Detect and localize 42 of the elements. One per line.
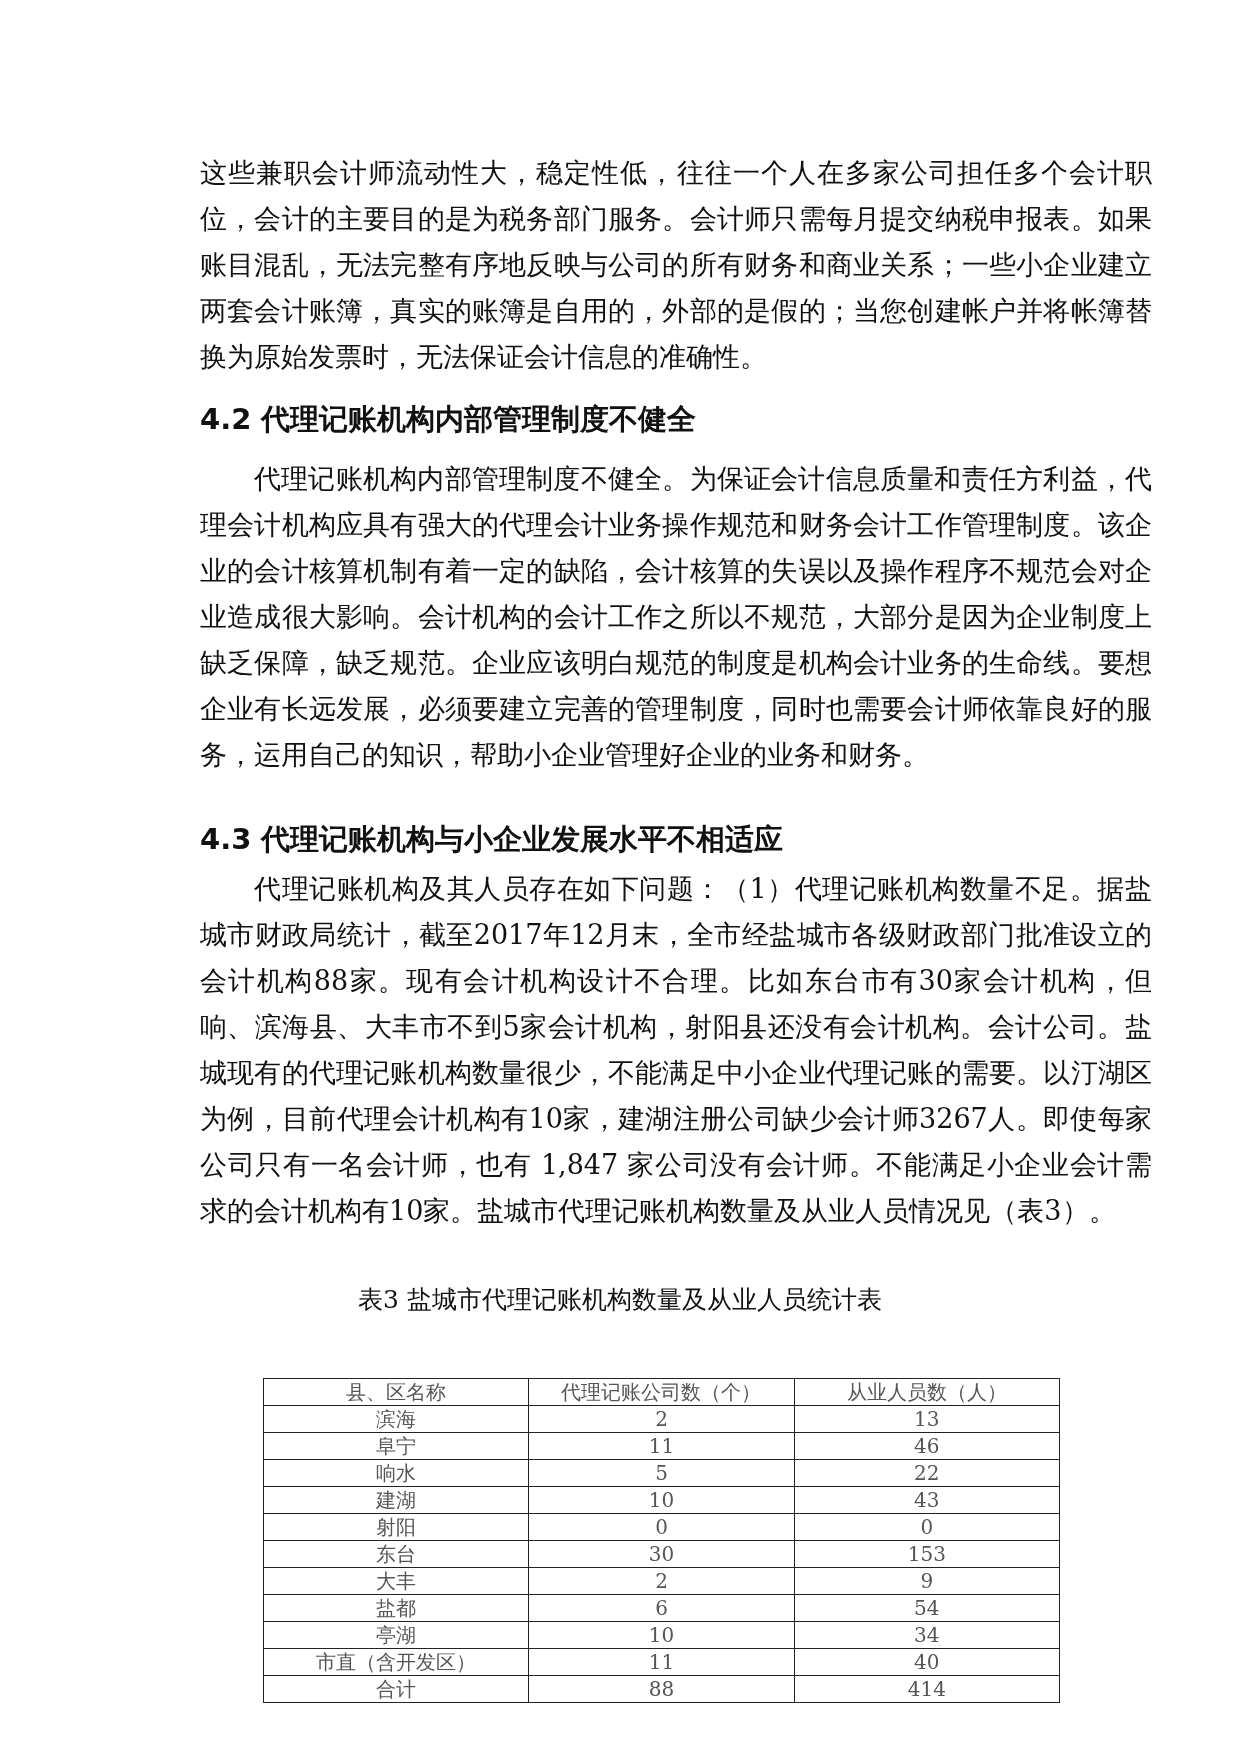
table-cell: 2 (528, 1405, 795, 1433)
row-header: 滨海 (263, 1405, 529, 1433)
table-cell: 40 (794, 1648, 1060, 1676)
table-cell: 153 (794, 1540, 1060, 1568)
table-cell: 2 (528, 1567, 795, 1595)
paragraph: 代理记账机构及其人员存在如下问题：（1）代理记账机构数量不足。据盐城市财政局统计，截至2017年12月末，全市经盐城市各级财政部门批准设立的会计机构88家。现有会计机构设计不合理。比如东台市有30家会计机构，但响、滨海县、大丰市不到5家会计机构，射阳县还没有会计机构。会计公司。盐城现有的代理记账机构数量很少，不能满足中小企业代理记账的需要。以汀湖区为例，目前代理会计机构有10家，建湖注册公司缺少会计师3267人。即使每家公司只有一名会计师，也有 1,847 家公司没有会计师。不能满足小企业会计需求的会计机构有10家。盐城市代理记账机构数量及从业人员情况见（表3）。 (200, 872, 1152, 1228)
row-header: 东台 (263, 1540, 529, 1568)
row-header: 大丰 (263, 1567, 529, 1595)
table-cell: 22 (794, 1459, 1060, 1487)
table-cell: 46 (794, 1432, 1060, 1460)
table-cell: 11 (528, 1432, 795, 1460)
table-cell: 414 (794, 1675, 1060, 1703)
table-cell: 13 (794, 1405, 1060, 1433)
row-header: 盐都 (263, 1594, 529, 1622)
table-cell: 34 (794, 1621, 1060, 1649)
row-header: 射阳 (263, 1513, 529, 1541)
table-caption: 表3 盐城市代理记账机构数量及从业人员统计表 (357, 1284, 883, 1316)
row-header: 响水 (263, 1459, 529, 1487)
table-cell: 10 (528, 1621, 795, 1649)
table-cell: 0 (794, 1513, 1060, 1541)
column-header: 县、区名称 (263, 1378, 529, 1406)
table-cell: 11 (528, 1648, 795, 1676)
table-cell: 0 (528, 1513, 795, 1541)
section-heading: 4.3 代理记账机构与小企业发展水平不相适应 (200, 821, 784, 858)
table-cell: 54 (794, 1594, 1060, 1622)
column-header: 代理记账公司数（个） (528, 1378, 795, 1406)
table-cell: 9 (794, 1567, 1060, 1595)
row-header: 亭湖 (263, 1621, 529, 1649)
table-cell: 10 (528, 1486, 795, 1514)
paragraph: 代理记账机构内部管理制度不健全。为保证会计信息质量和责任方利益，代理会计机构应具有强大的代理会计业务操作规范和财务会计工作管理制度。该企业的会计核算机制有着一定的缺陷，会计核算的失误以及操作程序不规范会对企业造成很大影响。会计机构的会计工作之所以不规范，大部分是因为企业制度上缺乏保障，缺乏规范。企业应该明白规范的制度是机构会计业务的生命线。要想企业有长远发展，必须要建立完善的管理制度，同时也需要会计师依靠良好的服务，运用自己的知识，帮助小企业管理好企业的业务和财务。 (200, 462, 1152, 772)
table-cell: 6 (528, 1594, 795, 1622)
section-heading: 4.2 代理记账机构内部管理制度不健全 (200, 401, 697, 438)
table-cell: 30 (528, 1540, 795, 1568)
table-cell: 43 (794, 1486, 1060, 1514)
table-cell: 88 (528, 1675, 795, 1703)
row-header: 建湖 (263, 1486, 529, 1514)
paragraph: 这些兼职会计师流动性大，稳定性低，往往一个人在多家公司担任多个会计职位，会计的主要目的是为税务部门服务。会计师只需每月提交纳税申报表。如果账目混乱，无法完整有序地反映与公司的所有财务和商业关系；一些小企业建立两套会计账簿，真实的账簿是自用的，外部的是假的；当您创建帐户并将帐簿替换为原始发票时，无法保证会计信息的准确性。 (200, 156, 1152, 374)
table-cell: 5 (528, 1459, 795, 1487)
row-header: 阜宁 (263, 1432, 529, 1460)
row-header: 合计 (263, 1675, 529, 1703)
column-header: 从业人员数（人） (794, 1378, 1060, 1406)
row-header: 市直（含开发区） (263, 1648, 529, 1676)
